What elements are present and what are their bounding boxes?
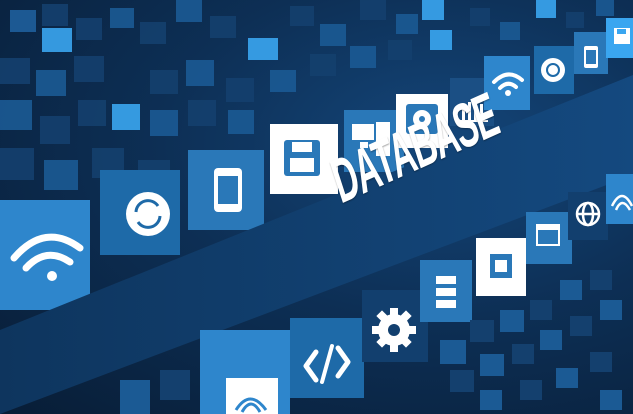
wifi-icon [10, 233, 84, 281]
floppy-disk-icon [614, 28, 630, 44]
computer-icon [352, 122, 390, 156]
bar-chart-icon [458, 98, 488, 122]
server-icon [436, 276, 456, 308]
background-tiles-bottom [120, 270, 622, 414]
title-band [0, 75, 633, 414]
code-icon [303, 344, 351, 384]
fingerprint-icon [610, 194, 633, 211]
background-tiles-top [0, 0, 614, 190]
sync-icon [126, 192, 170, 236]
gear-icon [372, 308, 416, 352]
wifi-icon [492, 72, 524, 96]
floppy-disk-icon [284, 140, 320, 176]
chip-icon [490, 254, 512, 278]
smartphone-icon [584, 46, 598, 68]
globe-icon [575, 201, 601, 227]
fingerprint-icon [226, 378, 278, 414]
browser-window-icon [536, 224, 560, 246]
hard-drive-icon [406, 104, 438, 134]
smartphone-icon [214, 168, 242, 212]
sync-icon [541, 58, 565, 82]
